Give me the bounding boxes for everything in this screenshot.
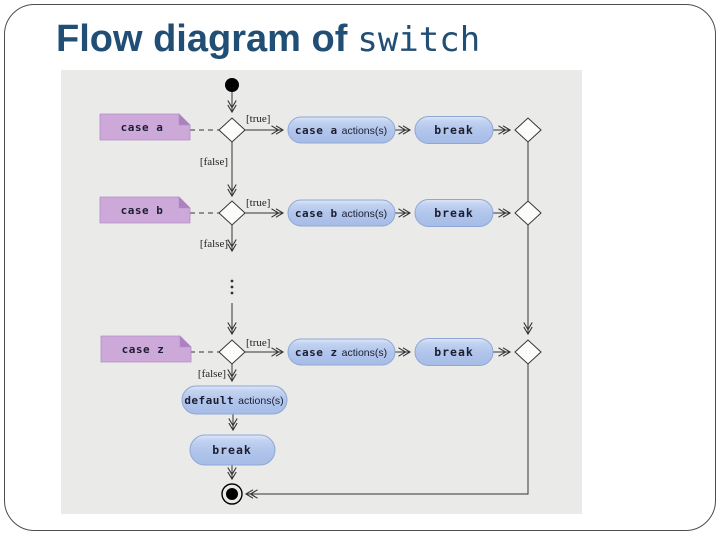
end-node — [221, 483, 243, 505]
slide-border — [4, 4, 716, 531]
edge-merge-z-to-end — [244, 364, 529, 499]
start-node — [225, 78, 239, 92]
decision-case-a — [218, 117, 246, 143]
guard-true-b: [true] — [246, 197, 270, 209]
note-case-z: case z — [100, 335, 192, 363]
action-b-code: case b — [295, 207, 338, 220]
note-case-a-label: case a — [121, 121, 164, 134]
merge-z — [514, 339, 542, 365]
action-case-a: case a actions(s) — [287, 116, 396, 144]
merge-b — [514, 200, 542, 226]
note-case-b-label: case b — [121, 204, 164, 217]
note-fold-a — [178, 113, 191, 126]
default-code: default — [184, 394, 234, 407]
ellipsis-dots — [230, 279, 234, 295]
action-z-rest: actions(s) — [342, 347, 388, 359]
action-b-rest: actions(s) — [342, 208, 388, 220]
guard-false-a: [false] — [200, 156, 228, 168]
diagram-panel — [61, 70, 582, 514]
break-z-label: break — [434, 345, 474, 359]
guard-true-a: [true] — [246, 113, 270, 125]
guard-false-b: [false] — [200, 238, 228, 250]
title-text: Flow diagram of — [56, 18, 348, 60]
break-a-label: break — [434, 123, 474, 137]
break-case-a: break — [414, 116, 494, 144]
note-fold-z — [179, 335, 192, 348]
action-a-rest: actions(s) — [342, 125, 388, 137]
break-case-b: break — [414, 199, 494, 227]
decision-case-z — [218, 339, 246, 365]
action-a-code: case a — [295, 124, 338, 137]
break-final-label: break — [212, 443, 252, 457]
action-default: default actions(s) — [181, 385, 288, 415]
break-b-label: break — [434, 206, 474, 220]
break-final: break — [189, 434, 276, 466]
break-case-z: break — [414, 338, 494, 366]
action-case-b: case b actions(s) — [287, 199, 396, 227]
decision-case-b — [218, 200, 246, 226]
note-case-z-label: case z — [122, 343, 165, 356]
merge-a — [514, 117, 542, 143]
note-fold-b — [178, 196, 191, 209]
note-case-a: case a — [99, 113, 191, 141]
guard-false-z: [false] — [198, 368, 226, 380]
action-case-z: case z actions(s) — [287, 338, 396, 366]
title-code-text: switch — [357, 20, 480, 60]
action-z-code: case z — [295, 346, 338, 359]
note-case-b: case b — [99, 196, 191, 224]
guard-true-z: [true] — [246, 337, 270, 349]
default-rest: actions(s) — [238, 395, 284, 407]
